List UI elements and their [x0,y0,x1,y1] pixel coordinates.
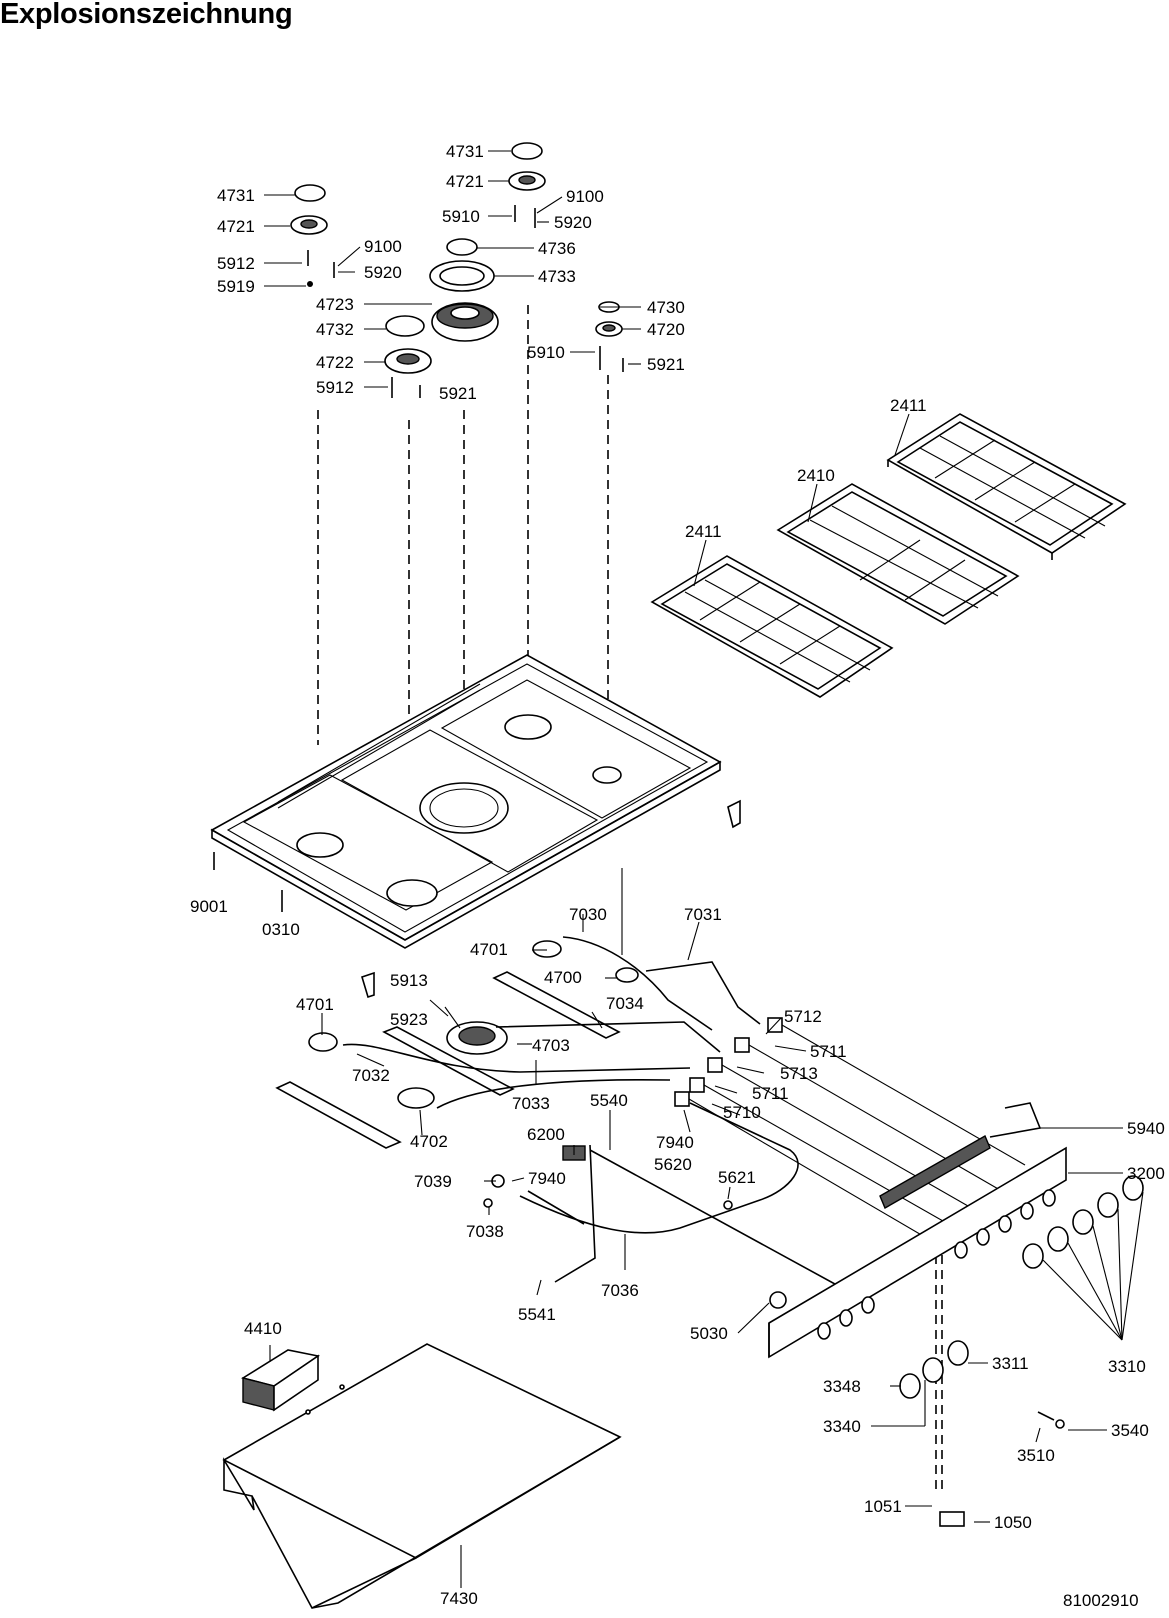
part-label: 4732 [316,320,354,339]
part-label: 9100 [364,237,402,256]
part-label: 5912 [217,254,255,273]
support-rails [275,971,621,1149]
part-label: 5919 [217,277,255,296]
part-label: 5712 [784,1007,822,1026]
part-label: 4700 [544,968,582,987]
part-label: 3310 [1108,1357,1146,1376]
part-label: 9100 [566,187,604,206]
electronics-module [240,1349,321,1412]
part-label: 4721 [446,172,484,191]
document-number: 81002910 [1063,1591,1139,1610]
burner-stack-right [595,301,624,372]
control-panel [768,1146,1067,1359]
part-label: 5620 [654,1155,692,1174]
part-label: 4736 [538,239,576,258]
part-label: 5540 [590,1091,628,1110]
part-label: 5923 [390,1010,428,1029]
part-label: 4702 [410,1132,448,1151]
pan-support-grate-left [650,555,894,698]
part-label: 7038 [466,1222,504,1241]
part-label: 3311 [992,1354,1029,1373]
bottom-tray [222,1343,622,1609]
part-label: 0310 [262,920,300,939]
part-label: 5913 [390,971,428,990]
part-label: 4701 [296,995,334,1014]
pan-support-grate-center [776,483,1020,625]
part-label: 7036 [601,1281,639,1300]
part-label: 5710 [723,1103,761,1122]
part-label: 4722 [316,353,354,372]
gas-pipes [342,936,799,1234]
hob-top-panel [210,654,741,949]
part-label: 5541 [518,1305,556,1324]
leader-lines [264,150,1123,1588]
part-label: 9001 [190,897,228,916]
burner-stack-wok [384,142,546,398]
part-label: 5921 [439,384,477,403]
part-label: 2411 [685,522,722,541]
part-label: 4733 [538,267,576,286]
part-label: 5940 [1127,1119,1165,1138]
part-label: 4731 [446,142,484,161]
part-label: 4723 [316,295,354,314]
part-label: 3200 [1127,1164,1165,1183]
part-label: 1051 [864,1497,902,1516]
part-label: 4410 [244,1319,282,1338]
part-label: 1050 [994,1513,1032,1532]
part-label: 7940 [528,1169,566,1188]
part-label: 5921 [647,355,685,374]
part-label: 7039 [414,1172,452,1191]
part-label: 5910 [527,343,565,362]
part-label: 7940 [656,1133,694,1152]
part-number-labels: 4731 4721 5912 9100 5920 5919 4731 4721 … [190,142,1165,1608]
part-label: 3348 [823,1377,861,1396]
part-label: 7430 [440,1589,478,1608]
part-label: 4730 [647,298,685,317]
part-label: 2410 [797,466,835,485]
part-label: 7030 [569,905,607,924]
part-label: 5713 [780,1064,818,1083]
part-label: 5711 [810,1042,847,1061]
part-label: 4731 [217,186,255,205]
part-label: 5920 [554,213,592,232]
ignition-parts [483,1102,1042,1296]
part-label: 7031 [684,905,722,924]
burner-cups [308,940,639,1109]
part-label: 3540 [1111,1421,1149,1440]
pan-support-grate-right [886,413,1127,560]
part-label: 5711 [752,1084,789,1103]
part-label: 5910 [442,207,480,226]
part-label: 5920 [364,263,402,282]
part-label: 7034 [606,994,644,1013]
part-label: 4721 [217,217,255,236]
part-label: 2411 [890,396,927,415]
part-label: 3510 [1017,1446,1055,1465]
part-label: 5912 [316,378,354,397]
part-label: 7033 [512,1094,550,1113]
part-label: 4703 [532,1036,570,1055]
page-title: Explosionszeichnung [0,0,293,30]
part-label: 4720 [647,320,685,339]
part-label: 4701 [470,940,508,959]
part-label: 5030 [690,1324,728,1343]
part-label: 3340 [823,1417,861,1436]
part-label: 6200 [527,1125,565,1144]
part-label: 5621 [718,1168,756,1187]
burner-stack-left [290,184,335,287]
part-label: 7032 [352,1066,390,1085]
